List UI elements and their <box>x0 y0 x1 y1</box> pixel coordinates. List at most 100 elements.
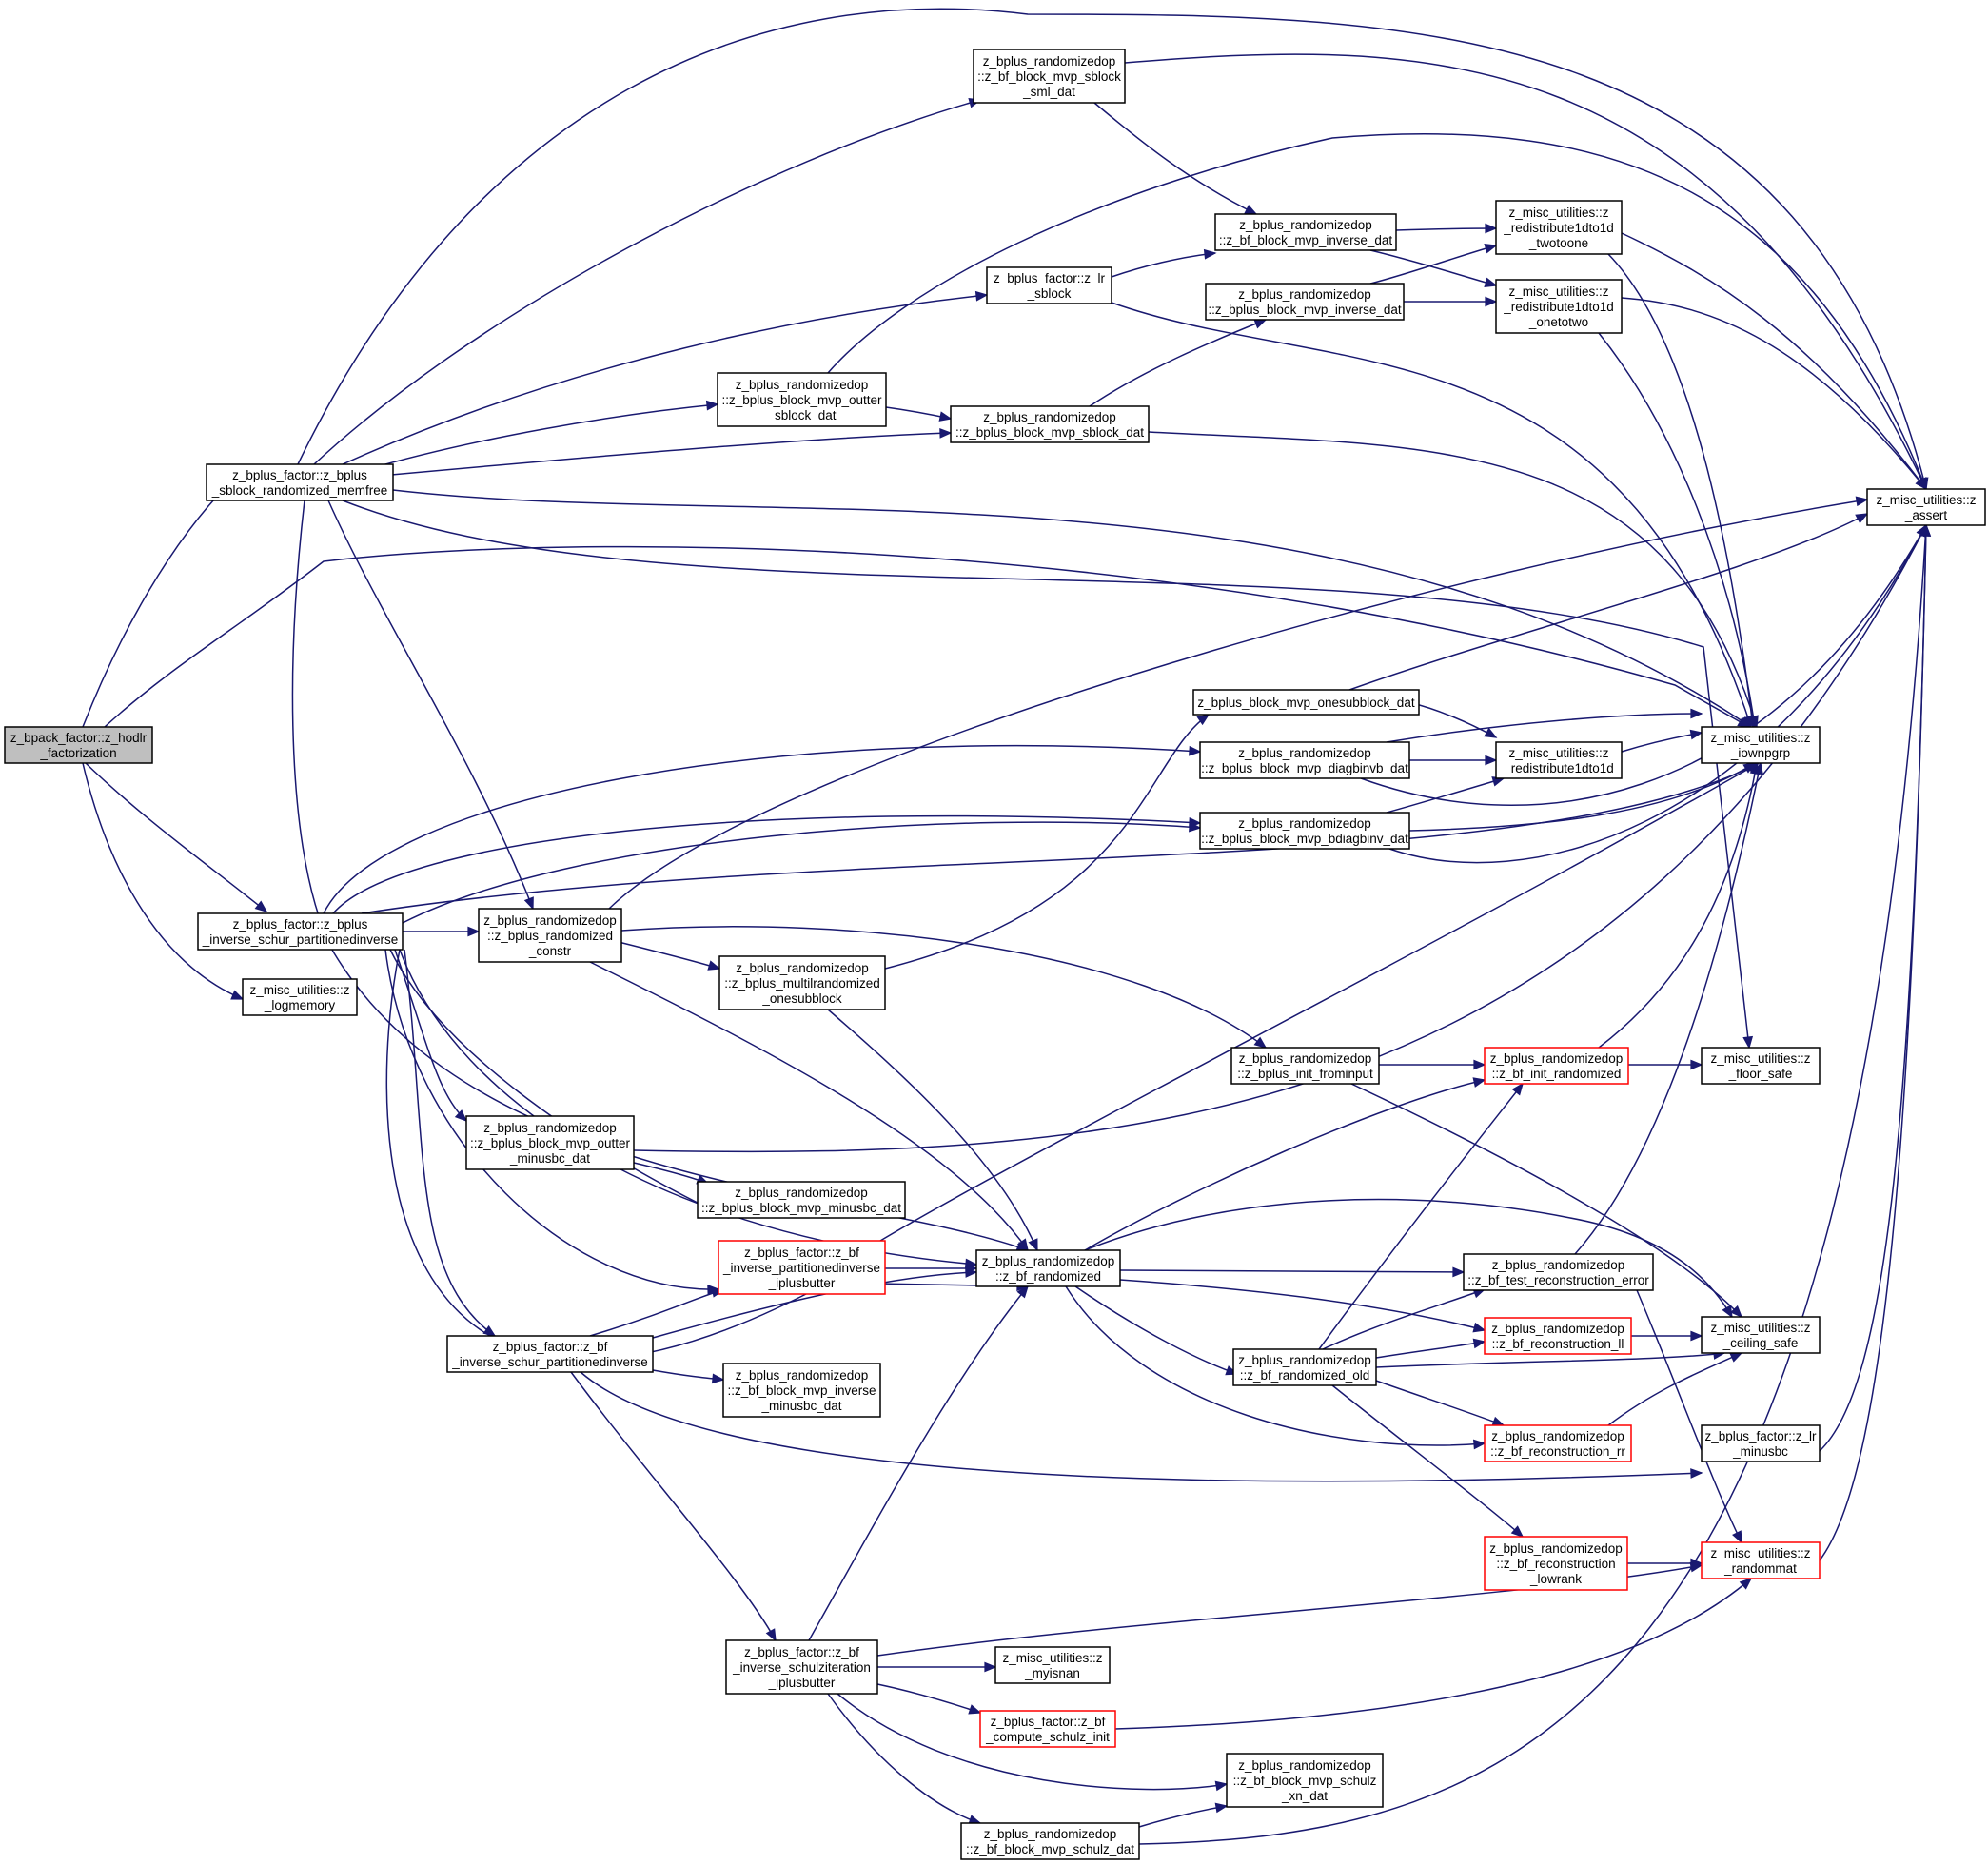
node-myisnan[interactable]: z_misc_utilities::z_myisnan <box>994 1646 1111 1684</box>
node-test-recon[interactable]: z_bplus_randomizedop::z_bf_test_reconstr… <box>1463 1253 1654 1291</box>
node-onesub-dat[interactable]: z_bplus_block_mvp_onesubblock_dat <box>1192 689 1420 716</box>
node-rand-old[interactable]: z_bplus_randomizedop::z_bf_randomized_ol… <box>1232 1348 1377 1386</box>
node-label-line: z_misc_utilities::z <box>1710 731 1810 745</box>
node-label-line: z_bplus_factor::z_bf <box>744 1246 859 1260</box>
edge-line <box>827 1009 1038 1251</box>
edge-line <box>1119 1279 1486 1331</box>
node-bf-inv-minusbc[interactable]: z_bplus_randomizedop::z_bf_block_mvp_inv… <box>722 1363 881 1418</box>
node-recon-rr[interactable]: z_bplus_randomizedop::z_bf_reconstructio… <box>1484 1424 1632 1462</box>
arrowhead-icon <box>1253 1036 1268 1049</box>
node-assert[interactable]: z_misc_utilities::z_assert <box>1866 488 1986 526</box>
node-label-line: ::z_bf_block_mvp_schulz_dat <box>966 1842 1134 1856</box>
node-constr[interactable]: z_bplus_randomizedop::z_bplus_randomized… <box>478 908 622 963</box>
node-label-line: ::z_bf_reconstruction_ll <box>1492 1337 1624 1351</box>
node-r1to1[interactable]: z_misc_utilities::z_redistribute1dto1d <box>1495 741 1623 779</box>
edge-to-schulz-dat <box>827 1693 982 1825</box>
node-multilr[interactable]: z_bplus_randomizedop::z_bplus_multilrand… <box>718 955 886 1010</box>
node-label-line: z_misc_utilities::z <box>1002 1651 1102 1665</box>
node-r2to1[interactable]: z_misc_utilities::z_redistribute1dto1d_t… <box>1495 200 1623 255</box>
edge-line <box>402 821 1201 924</box>
edge-line <box>837 1693 1228 1791</box>
edge-line <box>1369 249 1497 286</box>
node-label-line: z_bplus_factor::z_bf <box>493 1340 608 1354</box>
node-init-rand[interactable]: z_bplus_randomizedop::z_bf_init_randomiz… <box>1484 1047 1629 1085</box>
edge-line <box>1607 1352 1742 1426</box>
edge-line <box>323 744 1201 914</box>
node-logmemory[interactable]: z_misc_utilities::z_logmemory <box>242 978 358 1016</box>
node-randommat[interactable]: z_misc_utilities::z_randommat <box>1701 1541 1821 1579</box>
node-inv-schur-bplus[interactable]: z_bplus_factor::z_bplus_inverse_schur_pa… <box>197 912 404 951</box>
node-lr-minusbc[interactable]: z_bplus_factor::z_lr_minusbc <box>1701 1424 1821 1462</box>
node-lr-sblock[interactable]: z_bplus_factor::z_lr_sblock <box>986 266 1112 304</box>
node-label-line: ::z_bf_randomized <box>995 1269 1101 1284</box>
node-schulz-iter[interactable]: z_bplus_factor::z_bf_inverse_schulzitera… <box>725 1639 878 1695</box>
node-r1to2[interactable]: z_misc_utilities::z_redistribute1dto1d_o… <box>1495 279 1623 334</box>
edge-line <box>1598 762 1758 1049</box>
node-diagbinvb[interactable]: z_bplus_randomizedop::z_bplus_block_mvp_… <box>1199 741 1410 779</box>
node-sml-dat[interactable]: z_bplus_randomizedop::z_bf_block_mvp_sbl… <box>973 49 1126 104</box>
node-box <box>718 1240 886 1295</box>
node-label-line: ::z_bf_randomized_old <box>1240 1368 1370 1383</box>
edge-line <box>879 762 1760 1242</box>
edge-to-assert <box>1360 523 1927 807</box>
edge-line <box>1375 1341 1486 1359</box>
node-recon-lowrank[interactable]: z_bplus_randomizedop::z_bf_reconstructio… <box>1484 1536 1628 1591</box>
node-bplus-inv-dat[interactable]: z_bplus_randomizedop::z_bplus_block_mvp_… <box>1205 283 1405 321</box>
node-frominput[interactable]: z_bplus_randomizedop::z_bplus_init_fromi… <box>1230 1047 1380 1085</box>
arrowhead-icon <box>1742 1035 1754 1050</box>
node-label-line: z_bplus_randomizedop <box>1492 1258 1625 1272</box>
node-label-line: z_bplus_factor::z_lr <box>1704 1429 1817 1443</box>
node-label-line: _ceiling_safe <box>1722 1336 1799 1350</box>
arrowhead-icon <box>1472 1322 1486 1333</box>
node-label-line: _randommat <box>1723 1561 1797 1576</box>
node-box <box>718 955 886 1010</box>
node-box <box>1484 1317 1632 1355</box>
node-bf-inv-iplus[interactable]: z_bplus_factor::z_bf_inverse_partitioned… <box>718 1240 886 1295</box>
node-label-line: z_bplus_randomizedop <box>1238 746 1371 760</box>
edge-line <box>1089 319 1267 407</box>
edge-to-r2to1 <box>1395 223 1498 234</box>
node-label-line: z_bplus_randomizedop <box>736 378 869 392</box>
node-bf-inv-dat[interactable]: z_bplus_randomizedop::z_bf_block_mvp_inv… <box>1214 213 1397 251</box>
edge-line <box>1318 1083 1524 1350</box>
edge-line <box>1408 762 1756 832</box>
node-floor[interactable]: z_misc_utilities::z_floor_safe <box>1701 1047 1821 1085</box>
arrowhead-icon <box>1472 1077 1486 1088</box>
edge-to-iownpgrp <box>1598 332 1759 729</box>
node-label-line: ::z_bplus_init_frominput <box>1237 1067 1373 1081</box>
node-iownpgrp[interactable]: z_misc_utilities::z_iownpgrp <box>1701 726 1821 764</box>
arrowhead-icon <box>1189 745 1202 756</box>
node-ceiling[interactable]: z_misc_utilities::z_ceiling_safe <box>1701 1316 1821 1354</box>
arrowhead-icon <box>1214 1802 1229 1814</box>
edge-line <box>342 500 1750 1049</box>
edge-line <box>589 1289 724 1337</box>
node-outter-minusbc[interactable]: z_bplus_randomizedop::z_bplus_block_mvp_… <box>465 1115 635 1170</box>
edge-line <box>394 949 467 1122</box>
edge-to-assert <box>1621 232 1927 491</box>
edge-line <box>580 1371 1703 1482</box>
edge-to-bf-inv-dat <box>1111 248 1217 278</box>
node-outter-sblock[interactable]: z_bplus_randomizedop::z_bplus_block_mvp_… <box>717 372 887 427</box>
node-schulz-dat[interactable]: z_bplus_randomizedop::z_bf_block_mvp_sch… <box>960 1822 1140 1860</box>
node-box <box>1463 1253 1654 1291</box>
node-sblock-memfree[interactable]: z_bplus_factor::z_bplus_sblock_randomize… <box>206 463 394 501</box>
node-label-line: z_bplus_randomizedop <box>983 54 1116 69</box>
edge-line <box>342 294 988 465</box>
node-recon-ll[interactable]: z_bplus_randomizedop::z_bf_reconstructio… <box>1484 1317 1632 1355</box>
node-box <box>4 726 153 764</box>
node-bdiagbinv[interactable]: z_bplus_randomizedop::z_bplus_block_mvp_… <box>1199 812 1410 850</box>
node-label-line: ::z_bf_block_mvp_inverse <box>727 1383 876 1398</box>
arrowhead-icon <box>1028 1238 1038 1252</box>
edge-to-schulz-xn <box>837 1693 1229 1792</box>
node-schulz-xn[interactable]: z_bplus_randomizedop::z_bf_block_mvp_sch… <box>1226 1753 1384 1808</box>
node-mvp-sblock[interactable]: z_bplus_randomizedop::z_bplus_block_mvp_… <box>950 405 1150 443</box>
node-schulz-init[interactable]: z_bplus_factor::z_bf_compute_schulz_init <box>979 1710 1116 1748</box>
node-bf-randomized[interactable]: z_bplus_randomizedop::z_bf_randomized <box>975 1249 1121 1287</box>
node-label-line: _iplusbutter <box>768 1676 836 1690</box>
node-label-line: _compute_schulz_init <box>985 1730 1110 1744</box>
node-box <box>697 1181 906 1219</box>
node-inv-schur-bf[interactable]: z_bplus_factor::z_bf_inverse_schur_parti… <box>446 1335 654 1373</box>
node-minusbc-dat[interactable]: z_bplus_randomizedop::z_bplus_block_mvp_… <box>697 1181 906 1219</box>
node-root[interactable]: z_bpack_factor::z_hodlr_factorization <box>4 726 153 764</box>
edge-line <box>82 762 244 1000</box>
